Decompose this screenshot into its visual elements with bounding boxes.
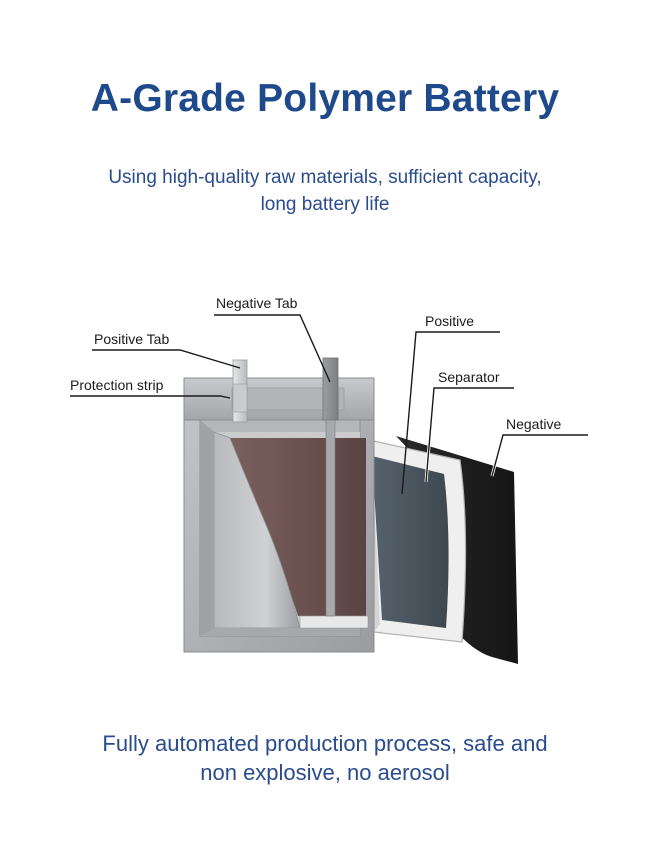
negative-leader-line xyxy=(491,434,588,477)
negative-tab-lead xyxy=(325,419,336,617)
label-negative-tab: Negative Tab xyxy=(216,295,298,311)
negative-tab xyxy=(322,357,339,421)
label-positive: Positive xyxy=(425,313,474,329)
page-footer: Fully automated production process, safe… xyxy=(40,729,610,787)
casing-curved-wall xyxy=(213,431,301,629)
label-positive-tab: Positive Tab xyxy=(94,331,169,347)
subtitle-line-2: long battery life xyxy=(260,194,390,215)
positive-tab-foot xyxy=(232,383,248,413)
top-seal-inner xyxy=(231,387,345,411)
label-protection-strip: Protection strip xyxy=(70,377,164,393)
label-separator: Separator xyxy=(438,369,500,385)
page-title: A-Grade Polymer Battery xyxy=(90,77,560,120)
separator-leader-line xyxy=(425,387,514,483)
page-subtitle: Using high-quality raw materials, suffic… xyxy=(60,164,590,218)
negative-tab-leader xyxy=(214,314,331,383)
footer-line-2: non explosive, no aerosol xyxy=(200,760,450,785)
footer-line-1: Fully automated production process, safe… xyxy=(102,731,548,756)
positive-tab-leader xyxy=(92,349,241,369)
positive-layer xyxy=(372,456,449,628)
cell-bottom-edge xyxy=(299,615,369,629)
subtitle-line-1: Using high-quality raw materials, suffic… xyxy=(108,167,542,188)
protection-strip-leader xyxy=(70,395,231,399)
casing-bottom-frame xyxy=(200,628,360,636)
positive-leader xyxy=(401,331,500,495)
label-negative: Negative xyxy=(506,416,561,432)
casing-left-frame xyxy=(200,420,214,636)
